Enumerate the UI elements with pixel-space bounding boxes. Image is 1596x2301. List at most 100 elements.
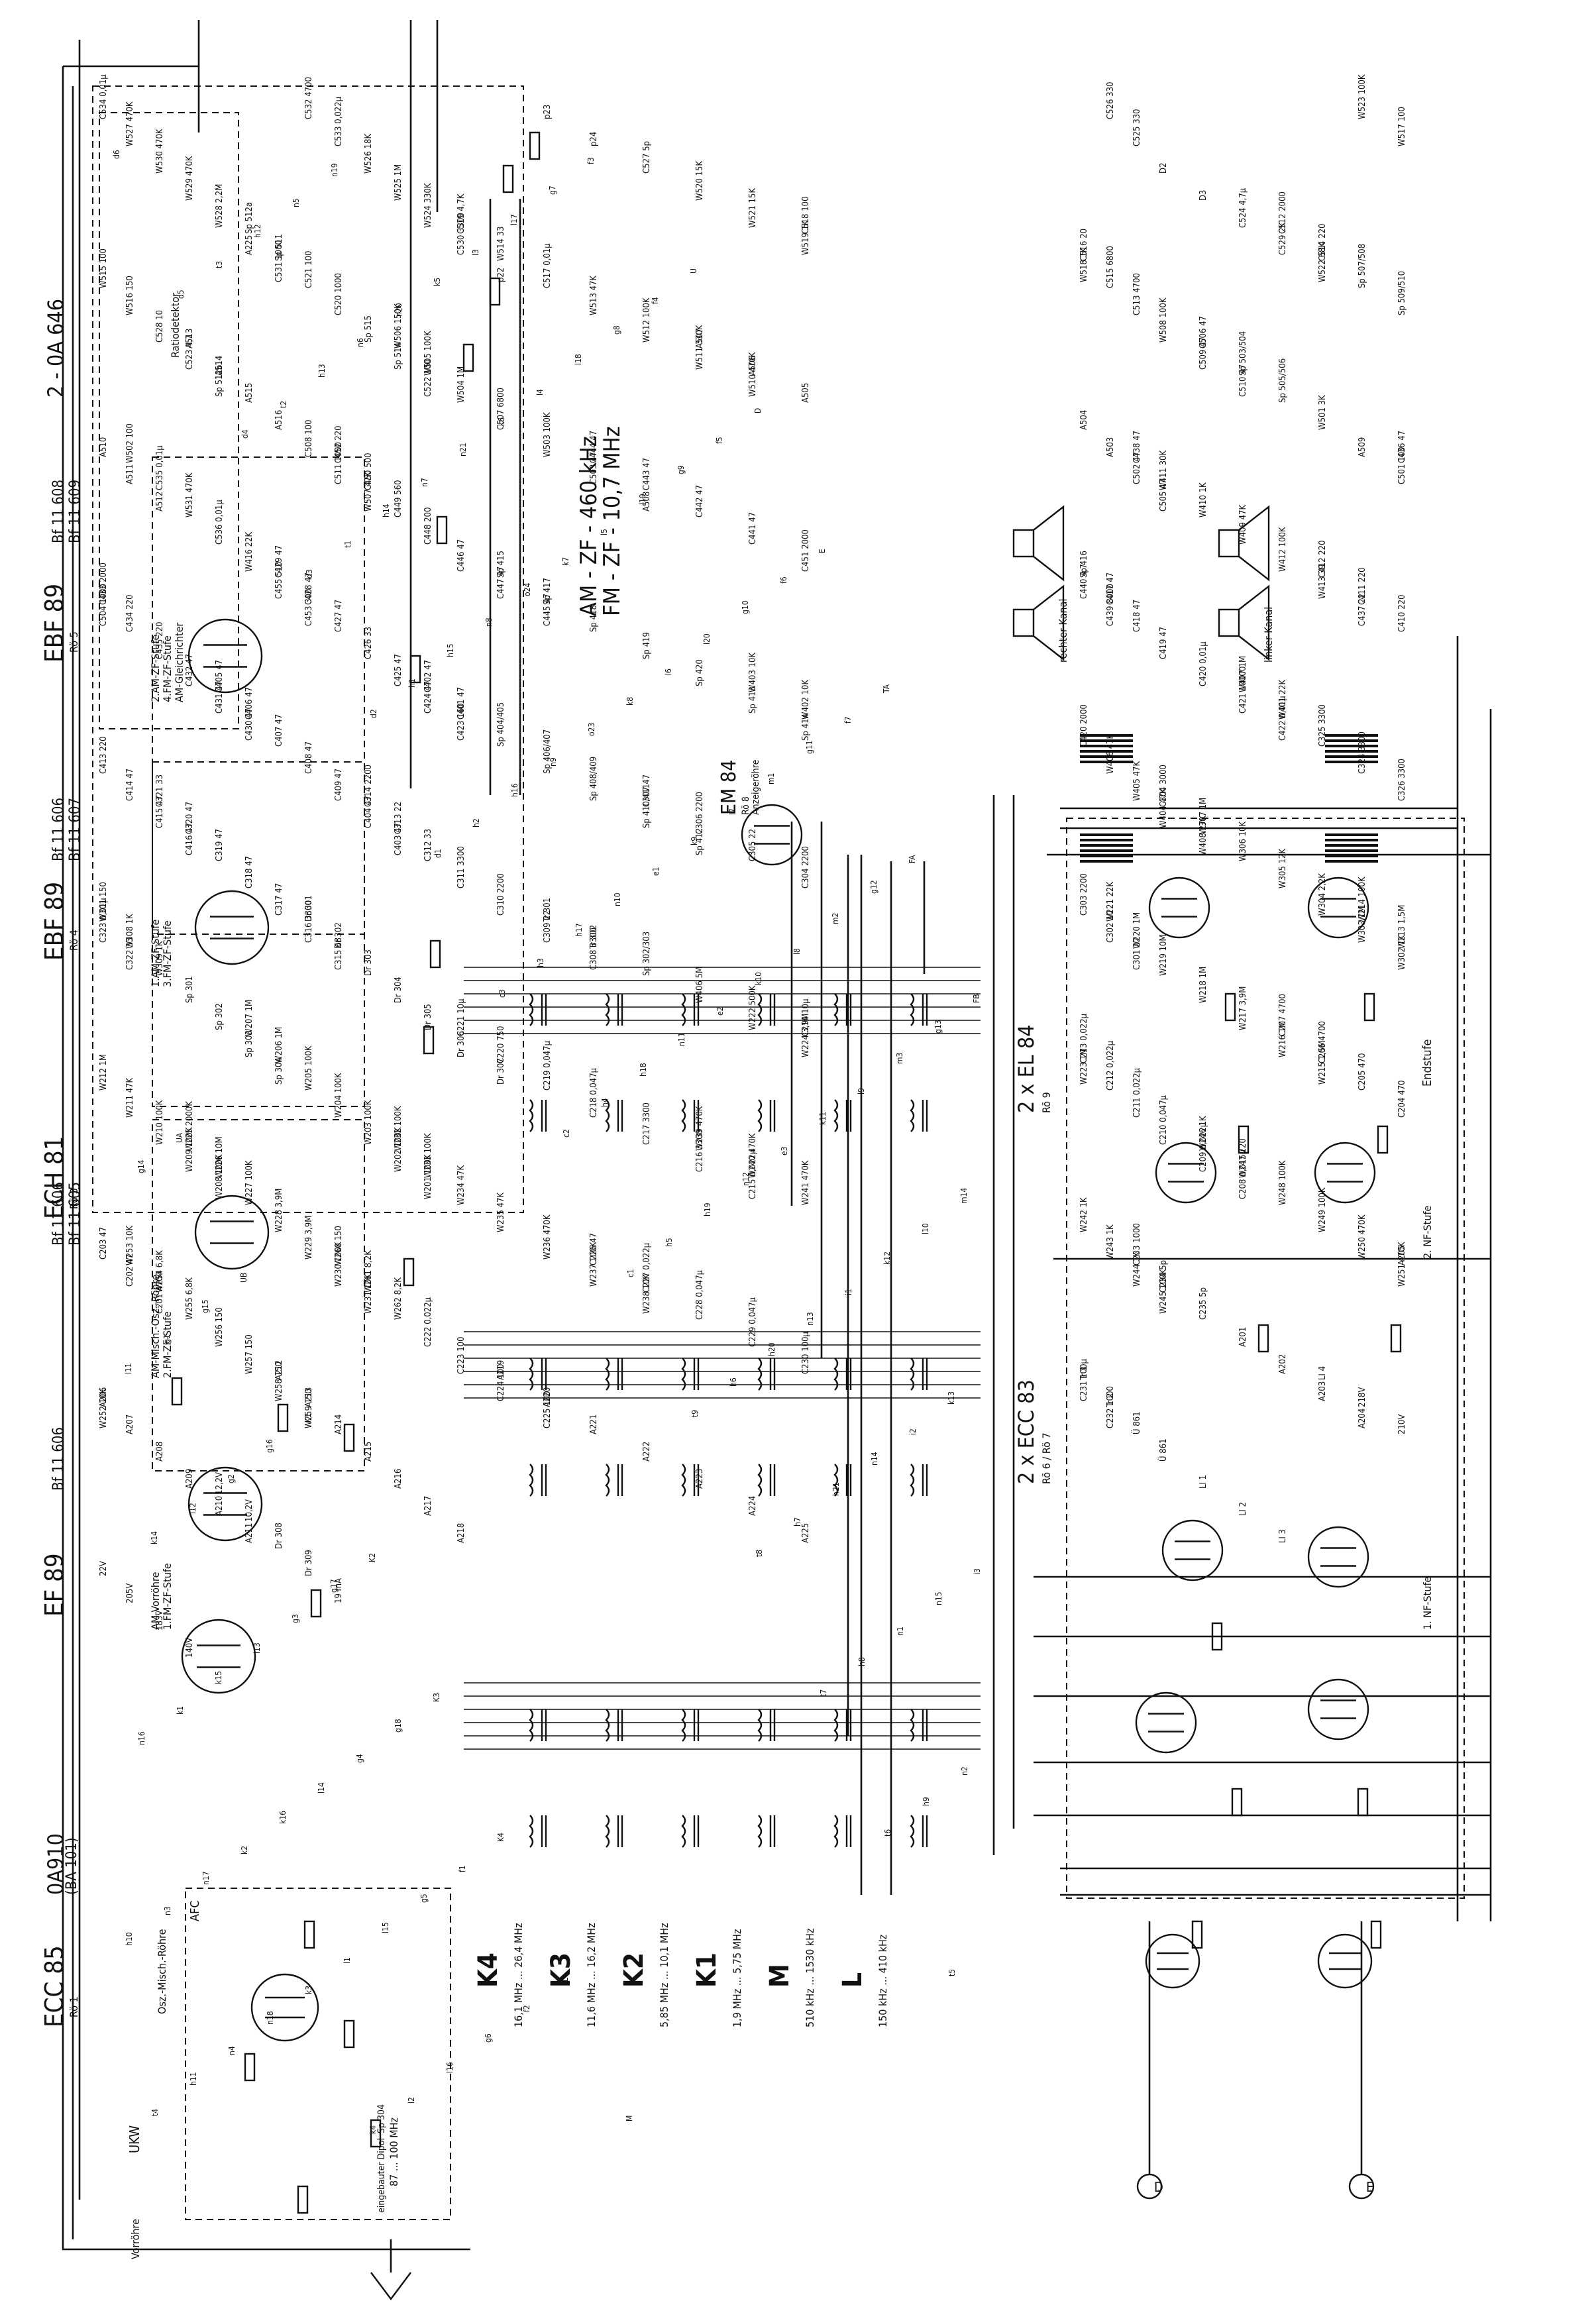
resistor-symbol bbox=[1238, 1125, 1250, 1154]
component-label: C420 2000 bbox=[1079, 704, 1089, 747]
wire-tag: k12 bbox=[882, 1252, 892, 1265]
wiring bbox=[62, 20, 1492, 2273]
resistor-symbol bbox=[502, 164, 514, 193]
coil-symbol bbox=[757, 1464, 763, 1497]
tube-symbol bbox=[250, 1973, 319, 2042]
stage-label-antenna-freq: 87 ... 100 MHz bbox=[388, 2117, 400, 2186]
component-label: C451 2000 bbox=[801, 529, 811, 572]
wire-tag: k16 bbox=[278, 1811, 288, 1824]
wire-tag: g5 bbox=[419, 1894, 429, 1903]
wire-tag: FB bbox=[972, 994, 981, 1003]
wire-tag: h3 bbox=[536, 958, 545, 967]
wire-tag: k3 bbox=[304, 1986, 313, 1994]
component-label: Sp 420 bbox=[695, 659, 705, 686]
coil-symbol bbox=[529, 1815, 534, 1848]
tube-ref: Rö 3 bbox=[68, 1188, 80, 1209]
coil-symbol bbox=[681, 1709, 686, 1742]
wire-tag: d2 bbox=[369, 709, 378, 718]
component-label: C524 4,7µ bbox=[1238, 187, 1248, 228]
stage-label-ukw: UKW bbox=[127, 2125, 142, 2153]
component-label: C450 500 bbox=[364, 453, 374, 490]
stage-label-el84: 2 x EL 84 bbox=[1014, 1024, 1039, 1113]
wire-tag: m1 bbox=[767, 773, 776, 784]
component-label: A207 bbox=[125, 1415, 135, 1434]
stage-label-ecc83-ref: Rö 6 / Rö 7 bbox=[1040, 1432, 1053, 1484]
component-label: C313 22 bbox=[394, 802, 403, 834]
wire-tag: h5 bbox=[665, 1238, 674, 1247]
component-label: W501 3K bbox=[1318, 395, 1328, 430]
tube-symbol bbox=[1161, 1519, 1224, 1581]
band-range: 11,6 MHz ... 16,2 MHz bbox=[585, 1923, 598, 2027]
component-label: C402 47 bbox=[423, 660, 433, 692]
wire-tag: n10 bbox=[613, 892, 622, 906]
wire-tag: n15 bbox=[934, 1591, 943, 1605]
wire-tag: e3 bbox=[780, 1146, 789, 1155]
wire-tag: f6 bbox=[779, 576, 788, 584]
component-label: A209 bbox=[185, 1469, 195, 1489]
component-label: C443 47 bbox=[642, 458, 652, 490]
component-label: W308 1K bbox=[125, 914, 135, 949]
wire-tag: n18 bbox=[266, 2011, 275, 2025]
band-name: K4 bbox=[473, 1953, 504, 1988]
component-label: W231 10K bbox=[364, 1274, 374, 1314]
component-label: C323 0,01µ bbox=[99, 898, 109, 943]
component-label: A225 bbox=[801, 1523, 811, 1543]
wire-tag: h17 bbox=[574, 923, 584, 937]
component-label: W301 150 bbox=[99, 882, 109, 922]
component-label: W222 500K bbox=[748, 985, 758, 1030]
component-label: W409 47K bbox=[1238, 505, 1248, 545]
component-label: W503 100K bbox=[543, 412, 553, 457]
coil-symbol bbox=[605, 1464, 610, 1497]
component-label: C225 100 bbox=[543, 1391, 553, 1428]
coil-symbol bbox=[529, 1709, 534, 1742]
tube-symbol bbox=[1307, 1678, 1369, 1740]
coil-symbol bbox=[833, 1358, 839, 1391]
component-label: W234 47K bbox=[456, 1165, 466, 1205]
components bbox=[92, 85, 1465, 2300]
wire-tag: h18 bbox=[639, 1063, 648, 1077]
stage-label-em84: EM 84 bbox=[718, 760, 741, 815]
wire-tag: c3 bbox=[498, 989, 507, 998]
coil-symbol bbox=[529, 1099, 534, 1132]
wire-tag: l1 bbox=[343, 1957, 352, 1964]
stage-label-ratio: Ratiodetektor bbox=[169, 293, 182, 358]
tube-title: ECC 85 bbox=[40, 1945, 69, 2027]
component-label: W253 10K bbox=[125, 1226, 135, 1265]
wire-tag: h9 bbox=[922, 1797, 931, 1806]
component-label: W526 18K bbox=[364, 134, 374, 174]
wire-tag: k7 bbox=[561, 557, 570, 566]
stage-label-vorroehre: Vorröhre bbox=[129, 2219, 142, 2259]
component-label: C523 4,7 bbox=[185, 335, 195, 370]
wire-tag: h21 bbox=[831, 1482, 841, 1496]
component-label: A214 bbox=[334, 1415, 344, 1434]
wire-tag: g9 bbox=[676, 465, 686, 474]
resistor-symbol bbox=[409, 655, 421, 684]
component-label: W529 470K bbox=[185, 156, 195, 201]
resistor-symbol bbox=[1370, 1920, 1382, 1949]
component-label: W309 1K bbox=[155, 941, 165, 976]
component-label: W249 100K bbox=[1318, 1187, 1328, 1232]
wire-tag: h10 bbox=[125, 1932, 134, 1946]
component-label: A202 bbox=[1278, 1354, 1288, 1374]
component-label: W239 470K bbox=[695, 1106, 705, 1151]
stage-label-am-vorroehre: AM-Vorröhre bbox=[149, 1572, 162, 1630]
component-label: W202 100K bbox=[394, 1127, 403, 1172]
component-label: C217 3300 bbox=[642, 1102, 652, 1145]
component-label: W238 10K bbox=[642, 1274, 652, 1314]
component-label: C525 330 bbox=[1132, 109, 1142, 146]
resistor-symbol bbox=[1257, 1324, 1269, 1353]
component-label: C309 22 bbox=[543, 910, 553, 943]
component-label: W416 22K bbox=[244, 532, 254, 572]
component-label: C226 47 bbox=[589, 1233, 599, 1265]
component-label: W224 3,9M bbox=[801, 1014, 811, 1057]
wire-tag: U bbox=[689, 268, 698, 274]
component-label: C504 1000 bbox=[99, 584, 109, 626]
component-label: A514 bbox=[215, 356, 225, 376]
component-label: C201 4700 bbox=[155, 1271, 165, 1314]
coil-symbol bbox=[605, 993, 610, 1026]
wire-tag: K2 bbox=[368, 1553, 377, 1562]
component-label: Dr 304 bbox=[394, 977, 403, 1003]
wire-tag: t3 bbox=[215, 261, 224, 268]
component-label: C312 33 bbox=[423, 829, 433, 861]
component-label: W206 1M bbox=[274, 1027, 284, 1063]
